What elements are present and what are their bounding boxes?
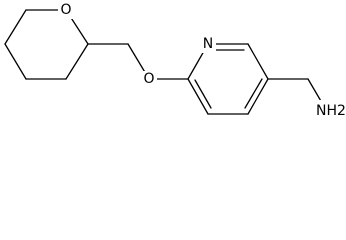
bond-c2py-c3py	[247, 43, 269, 80]
ether-oxygen-label: O	[143, 71, 154, 87]
chemical-structure: O O N NH2	[4, 2, 346, 120]
pyridine-nitrogen-label: N	[203, 36, 213, 52]
bond-c2-c3	[65, 43, 89, 80]
amine-label: NH2	[316, 103, 346, 119]
bond-c5-c6	[4, 9, 27, 45]
ring-oxygen-label: O	[60, 2, 71, 18]
pyridine-ring	[187, 43, 269, 115]
bond-c5py-c6py-double	[194, 79, 212, 109]
bond-c3py-c4py-double	[244, 78, 263, 109]
methoxy-linker	[87, 43, 189, 80]
atom-ether-oxygen: O	[141, 71, 157, 88]
bond-c5py-c6py	[187, 78, 209, 115]
atom-amine: NH2	[316, 100, 346, 120]
bond-c3py-c4py	[247, 78, 269, 115]
bond-c4-c5	[4, 43, 27, 80]
atom-pyridine-nitrogen: N	[200, 36, 216, 53]
tetrahydropyran-ring	[4, 9, 89, 80]
atom-ring-oxygen: O	[58, 2, 74, 19]
